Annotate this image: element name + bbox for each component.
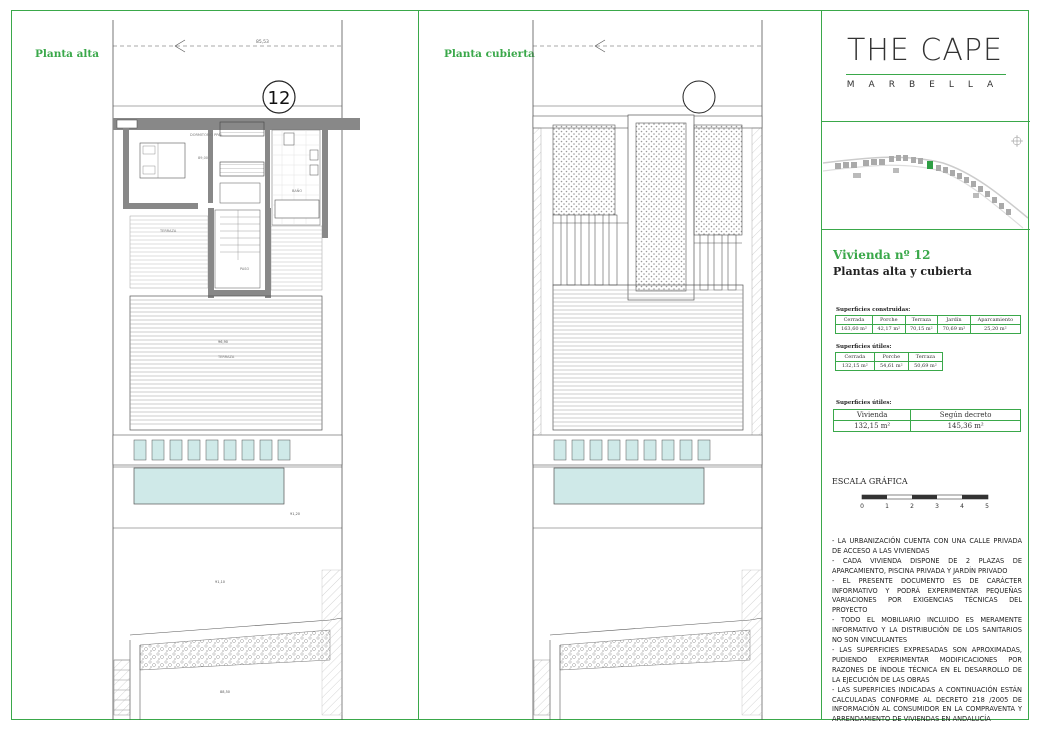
table-cell: Terraza — [907, 352, 944, 362]
table-cell: Jardín — [937, 315, 971, 325]
table-cell: Según decreto — [910, 409, 1021, 421]
scale-tick-3: 3 — [935, 503, 939, 510]
divider-left — [418, 10, 419, 720]
table-cell: 163,60 m² — [835, 324, 873, 334]
escala-label: ESCALA GRÁFICA — [832, 477, 908, 486]
level-garden: 91,10 — [215, 580, 225, 584]
table-cell: 25,20 m² — [969, 324, 1022, 334]
table-row: 132,15 m² 54,61 m² 50,69 m² — [835, 361, 944, 371]
panel-divider-2 — [822, 229, 1030, 230]
room-terraza: TERRAZA — [159, 229, 177, 233]
table-cell: Cerrada — [835, 352, 875, 362]
table-cell: Porche — [871, 315, 906, 325]
note-item: - TODO EL MOBILIARIO INCLUIDO ES MERAMEN… — [832, 616, 1022, 645]
table-cell: 70,69 m² — [937, 324, 971, 334]
utiles-table: Cerrada Porche Terraza 132,15 m² 54,61 m… — [835, 352, 944, 371]
note-item: - EL PRESENTE DOCUMENTO ES DE CARÁCTER I… — [832, 576, 1022, 615]
table-cell: Porche — [873, 352, 909, 362]
unit-number: 12 — [268, 88, 291, 109]
dimension-top: 85,53 — [256, 39, 269, 45]
brand-logo: THE CAPE — [847, 33, 1003, 68]
floor-plan-planta-alta: 85,53 12 DORMITORIO PPAL 89,00 BAÑO PASO… — [112, 20, 360, 720]
room-dormitorio: DORMITORIO PPAL — [190, 133, 223, 137]
level-terrace: 96,90 — [218, 340, 228, 344]
table-row: Vivienda Según decreto — [832, 409, 1021, 421]
room-terraza-main: TERRAZA — [217, 355, 235, 359]
room-banio: BAÑO — [292, 188, 302, 193]
table-cell: 42,17 m² — [871, 324, 906, 334]
vivienda-title: Vivienda nº 12 — [833, 248, 931, 262]
table-cell: Terraza — [904, 315, 939, 325]
sheet-frame — [11, 10, 1029, 720]
notes-block: - LA URBANIZACIÓN CUENTA CON UNA CALLE P… — [832, 537, 1022, 725]
table-cell: 145,36 m² — [910, 420, 1021, 432]
level-pool: 91,20 — [290, 512, 300, 516]
svg-text:89,00: 89,00 — [198, 156, 208, 160]
table-cell: 132,15 m² — [832, 420, 912, 432]
table-cell: 132,15 m² — [835, 361, 875, 371]
floor-plan-planta-cubierta — [532, 20, 763, 720]
note-item: - CADA VIVIENDA DISPONE DE 2 PLAZAS DE A… — [832, 556, 1022, 575]
utiles2-label: Superficies útiles: — [836, 400, 892, 406]
plan-title-planta-alta: Planta alta — [35, 48, 100, 60]
table-row: 163,60 m² 42,17 m² 70,15 m² 70,69 m² 25,… — [835, 324, 1022, 334]
table-row: Cerrada Porche Terraza Jardín Aparcamien… — [835, 315, 1022, 325]
table-cell: 70,15 m² — [904, 324, 939, 334]
construidas-label: Superficies construidas: — [836, 307, 911, 313]
table-row: 132,15 m² 145,36 m² — [832, 420, 1021, 432]
divider-right — [821, 10, 822, 720]
note-item: - LA URBANIZACIÓN CUENTA CON UNA CALLE P… — [832, 537, 1022, 555]
utiles-label: Superficies útiles: — [836, 344, 892, 350]
scale-tick-2: 2 — [910, 503, 914, 510]
brand-logo-subtitle: MARBELLA — [846, 80, 1008, 90]
vivienda-subtitle: Plantas alta y cubierta — [833, 265, 972, 278]
table-cell: Cerrada — [835, 315, 873, 325]
construidas-table: Cerrada Porche Terraza Jardín Aparcamien… — [835, 315, 1022, 334]
plan-title-planta-cubierta: Planta cubierta — [444, 48, 535, 60]
panel-divider-1 — [822, 121, 1030, 122]
brand-logo-rule — [846, 74, 1006, 75]
scale-bar: 0 1 2 3 4 5 — [860, 494, 989, 510]
scale-tick-0: 0 — [860, 503, 864, 510]
level-bottom: 88,50 — [220, 690, 230, 694]
table-cell: Aparcamiento — [969, 315, 1022, 325]
scale-tick-1: 1 — [885, 503, 889, 510]
table-cell: Vivienda — [832, 409, 912, 421]
note-item: - LAS SUPERFICIES EXPRESADAS SON APROXIM… — [832, 645, 1022, 684]
table-cell: 50,69 m² — [907, 361, 944, 371]
room-paso: PASO — [240, 267, 250, 271]
table-row: Cerrada Porche Terraza — [835, 352, 944, 362]
scale-tick-5: 5 — [985, 503, 989, 510]
location-map — [823, 123, 1028, 229]
utiles2-table: Vivienda Según decreto 132,15 m² 145,36 … — [832, 409, 1021, 432]
note-item: - LAS SUPERFICIES INDICADAS A CONTINUACI… — [832, 685, 1022, 724]
scale-tick-4: 4 — [960, 503, 964, 510]
table-cell: 54,61 m² — [873, 361, 909, 371]
